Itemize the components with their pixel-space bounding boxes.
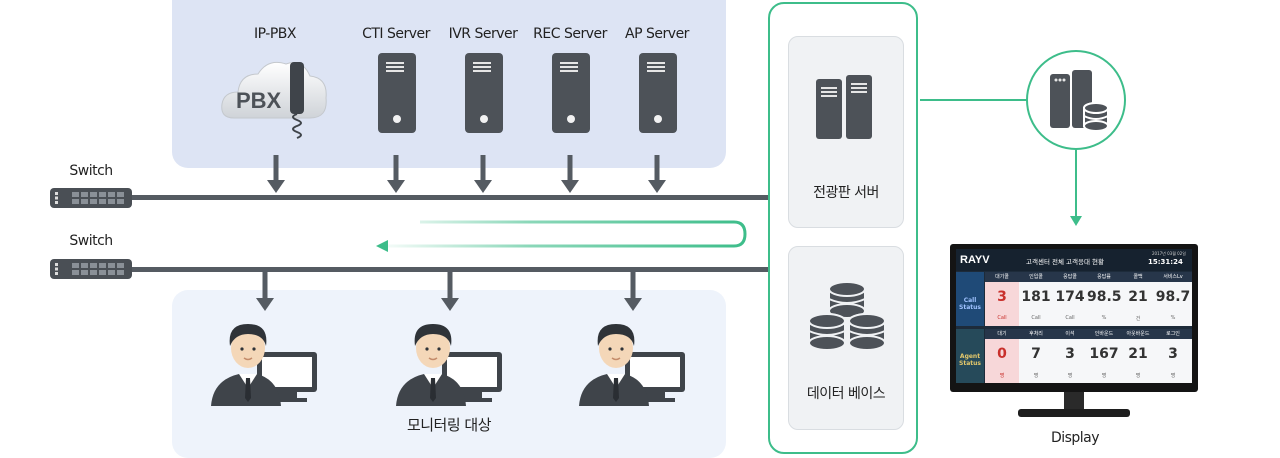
call-status-label: Call Status — [959, 297, 981, 311]
call-header: 대기콜 — [995, 274, 1009, 280]
switch-label-1: Switch — [69, 163, 113, 179]
rec-server-icon — [552, 53, 590, 133]
ivr-server-icon — [465, 53, 503, 133]
display-title: 고객센터 전체 고객응대 현황 — [1026, 258, 1104, 266]
call-unit: 건 — [1135, 316, 1141, 322]
switch-label-2: Switch — [69, 233, 113, 249]
call-value: 98.7 — [1155, 289, 1191, 305]
cti-server-label: CTI Server — [362, 26, 430, 42]
call-value: 181 — [1021, 289, 1051, 305]
switch-icon — [50, 188, 132, 208]
agent-value: 21 — [1128, 346, 1148, 362]
board-server-icon — [816, 75, 872, 139]
agent-icon — [579, 324, 685, 406]
database-icon — [808, 281, 886, 351]
agent-value: 3 — [1168, 346, 1178, 362]
network-line-2 — [130, 267, 770, 272]
agent-icon — [396, 324, 502, 406]
call-unit: % — [1170, 315, 1176, 321]
call-value: 21 — [1128, 289, 1148, 305]
display-server-icon — [1026, 50, 1126, 150]
rec-server-label: REC Server — [533, 26, 607, 42]
call-header: 응답률 — [1097, 274, 1111, 280]
monitor-stand — [1064, 392, 1084, 410]
call-unit: % — [1101, 315, 1107, 321]
call-unit: Call — [997, 315, 1007, 321]
agent-status-label: Agent Status — [959, 353, 981, 367]
pbx-cloud-icon: PBX — [220, 52, 330, 142]
display-label: Display — [1050, 430, 1100, 446]
agent-unit: 명 — [999, 373, 1005, 379]
agent-value: 167 — [1089, 346, 1119, 362]
agent-value: 3 — [1065, 346, 1075, 362]
switch-icon — [50, 259, 132, 279]
display-monitor: RAYV 고객센터 전체 고객응대 현황 2017년 03월 02일 15:31… — [950, 244, 1198, 392]
agent-header: 대기 — [997, 331, 1007, 337]
board-server-card: 전광판 서버 — [788, 36, 904, 228]
agent-header: 로그인 — [1166, 331, 1180, 337]
call-header: 콜백 — [1133, 274, 1143, 280]
call-value: 3 — [997, 289, 1007, 305]
call-value: 174 — [1055, 289, 1085, 305]
agent-header: 이석 — [1065, 331, 1075, 337]
agent-unit: 명 — [1135, 373, 1141, 379]
agent-unit: 명 — [1101, 373, 1107, 379]
agent-unit: 명 — [1067, 373, 1073, 379]
call-header: 인입콜 — [1029, 274, 1043, 280]
board-server-label: 전광판 서버 — [813, 185, 879, 201]
agent-icon — [211, 324, 317, 406]
call-header: 응답콜 — [1063, 274, 1077, 280]
call-header: 서비스Lv — [1163, 274, 1183, 280]
ivr-server-label: IVR Server — [448, 26, 518, 42]
network-line-1 — [130, 195, 770, 200]
pbx-text: PBX — [236, 88, 282, 113]
monitor-base — [1018, 409, 1130, 417]
monitoring-target-label: 모니터링 대상 — [406, 416, 492, 434]
call-unit: Call — [1065, 315, 1075, 321]
board-server-database-panel: 전광판 서버 데이터 베이스 — [768, 2, 918, 454]
agent-value: 7 — [1031, 346, 1041, 362]
cti-server-icon — [378, 53, 416, 133]
display-logo: RAYV — [960, 254, 990, 266]
database-card: 데이터 베이스 — [788, 246, 904, 430]
ip-pbx-label: IP-PBX — [254, 26, 296, 42]
call-value: 98.5 — [1087, 289, 1122, 305]
agent-value: 0 — [997, 346, 1007, 362]
agent-header: 아웃바운드 — [1126, 331, 1150, 337]
agent-unit: 명 — [1170, 373, 1176, 379]
display-date: 2017년 03월 02일 — [1152, 251, 1186, 256]
ap-server-icon — [639, 53, 677, 133]
display-time: 15:31:24 — [1148, 258, 1183, 266]
call-unit: Call — [1031, 315, 1041, 321]
ap-server-label: AP Server — [625, 26, 689, 42]
database-label: 데이터 베이스 — [806, 386, 886, 402]
agent-unit: 명 — [1033, 373, 1039, 379]
agent-header: 후처리 — [1029, 331, 1043, 337]
agent-header: 인바운드 — [1094, 331, 1114, 337]
